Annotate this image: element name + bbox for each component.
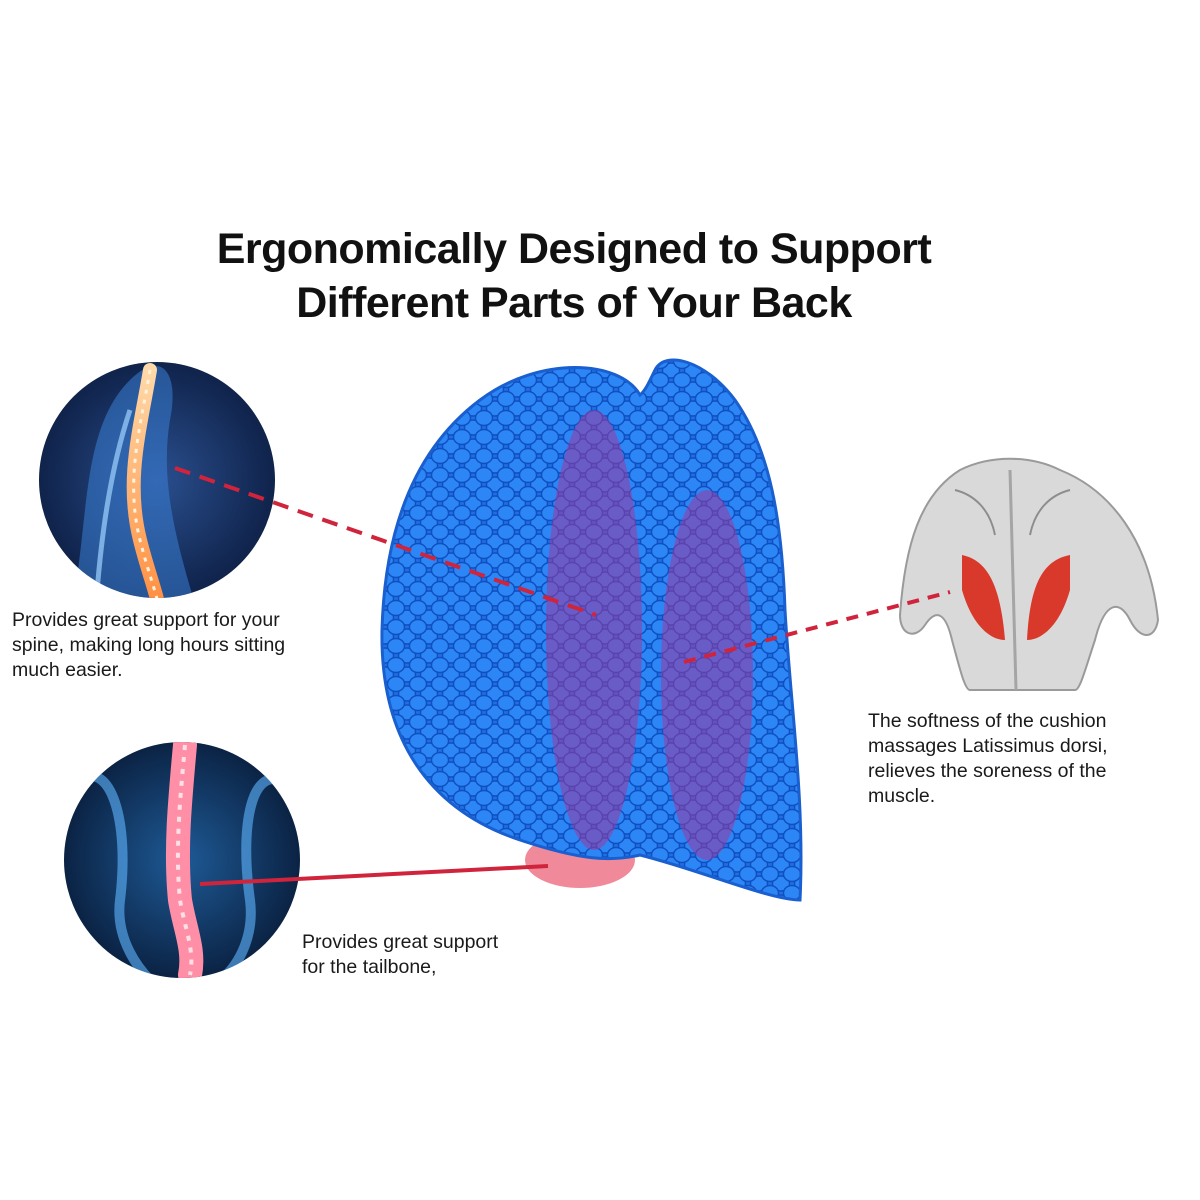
spine-xray-image [39, 362, 275, 598]
back-muscles-image [898, 457, 1160, 691]
spine-support-zone [546, 410, 642, 850]
lower-spine-xray-image [64, 742, 300, 978]
headline-line-2: Different Parts of Your Back [296, 279, 852, 327]
tailbone-pointer-line [199, 864, 549, 886]
tailbone-callout-text: Provides great support for the tailbone, [302, 930, 562, 980]
latissimus-callout-line: muscle. [868, 785, 936, 807]
spine-callout-line: Provides great support for your [12, 609, 280, 631]
tailbone-callout-line: for the tailbone, [302, 956, 437, 978]
spine-callout-line: spine, making long hours sitting [12, 634, 286, 656]
latissimus-callout-text: The softness of the cushion massages Lat… [868, 709, 1188, 809]
headline-line-1: Ergonomically Designed to Support [216, 225, 932, 273]
spine-callout-text: Provides great support for your spine, m… [12, 608, 372, 683]
latissimus-pointer-line [683, 590, 951, 664]
headline: Ergonomically Designed to Support Differ… [0, 222, 1148, 330]
latissimus-callout-line: massages Latissimus dorsi, [868, 735, 1108, 757]
spine-callout-line: much easier. [12, 659, 123, 681]
tailbone-callout-line: Provides great support [302, 931, 499, 953]
latissimus-callout-line: The softness of the cushion [868, 710, 1107, 732]
gel-cushion-image [380, 358, 803, 902]
spine-pointer-line [174, 466, 597, 617]
latissimus-callout-line: relieves the soreness of the [868, 760, 1107, 782]
latissimus-support-zone [661, 490, 753, 860]
